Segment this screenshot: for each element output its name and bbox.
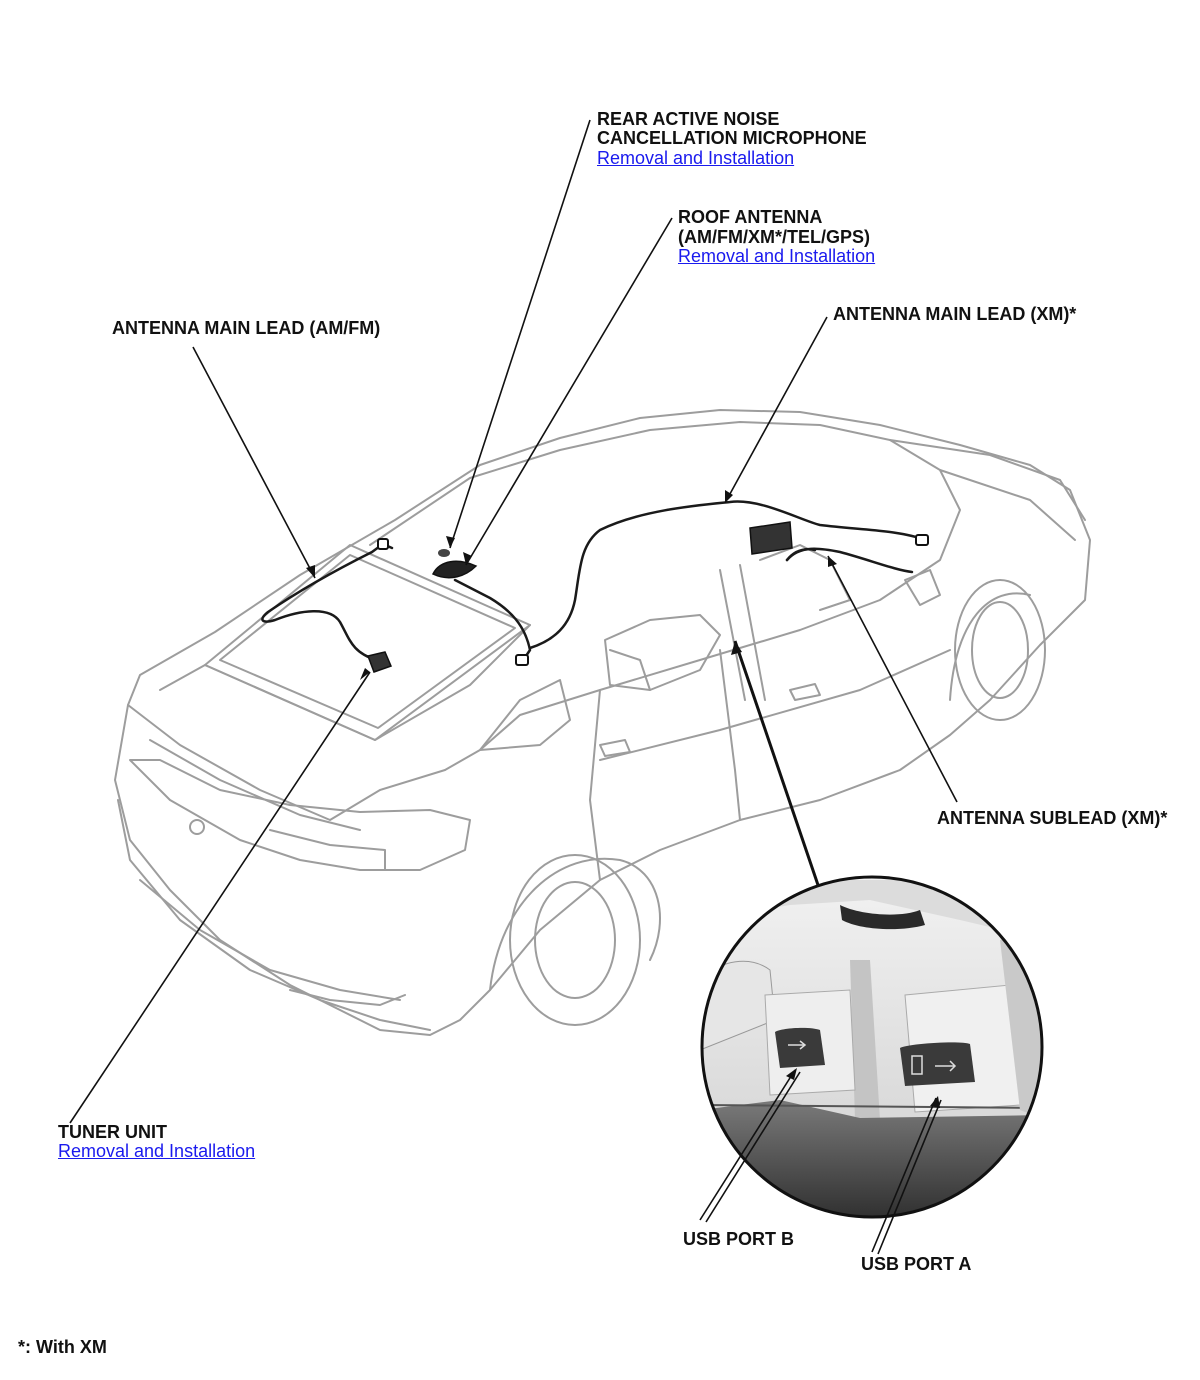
rear-microphone (438, 549, 450, 557)
rear-mic-removal-link[interactable]: Removal and Installation (597, 148, 795, 168)
label-antenna-main-lead-xm: ANTENNA MAIN LEAD (XM)* (833, 304, 1077, 324)
label-rear-mic-line2: CANCELLATION MICROPHONE (597, 128, 867, 148)
tuner-unit-body (366, 651, 393, 673)
label-tuner-unit: TUNER UNIT (58, 1122, 167, 1142)
label-roof-antenna-line1: ROOF ANTENNA (678, 207, 823, 227)
usb-inset-border (700, 875, 1044, 1219)
tuner-unit-removal-link[interactable]: Removal and Installation (58, 1141, 256, 1161)
leader-arrowheads (306, 490, 940, 1108)
footnote-with-xm: *: With XM (18, 1337, 107, 1357)
label-antenna-main-lead-amfm: ANTENNA MAIN LEAD (AM/FM) (112, 318, 381, 338)
leader-lines (69, 119, 958, 1255)
label-usb-port-b: USB PORT B (683, 1229, 795, 1249)
label-rear-mic-line1: REAR ACTIVE NOISE (597, 109, 780, 129)
xm-antenna-module (749, 521, 793, 555)
label-roof-antenna-line2: (AM/FM/XM*/TEL/GPS) (678, 227, 870, 247)
label-antenna-sublead-xm: ANTENNA SUBLEAD (XM)* (937, 808, 1168, 828)
label-usb-port-a: USB PORT A (861, 1254, 972, 1274)
cable-connectors (377, 534, 929, 666)
roof-antenna-removal-link[interactable]: Removal and Installation (678, 246, 876, 266)
antenna-cables (261, 500, 927, 664)
roof-antenna-shark-fin (431, 560, 478, 579)
car-body-outline (114, 409, 1091, 1036)
